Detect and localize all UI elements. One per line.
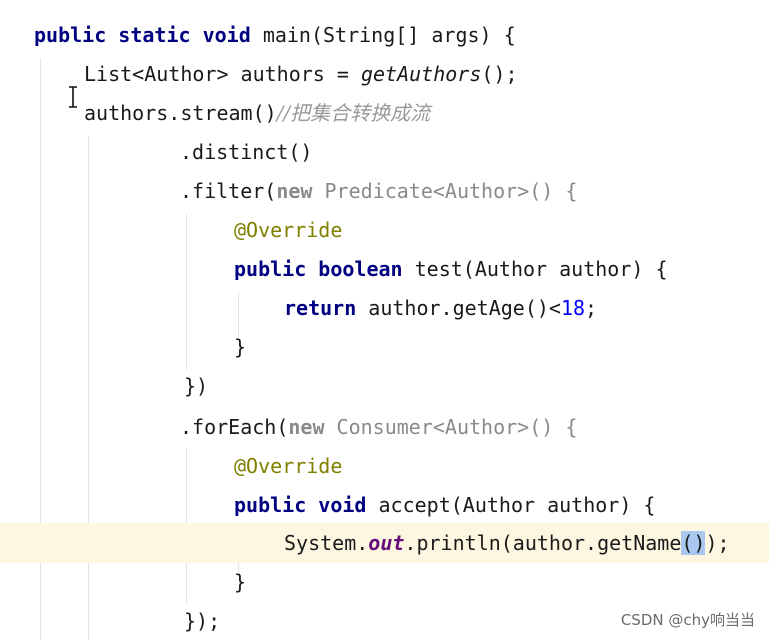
code-line[interactable]: @Override — [0, 447, 769, 486]
method-signature: main(String[] args) { — [262, 23, 516, 47]
anonymous-class-type: Predicate<Author>() { — [324, 179, 578, 203]
method-signature: test(Author author) { — [414, 257, 668, 281]
annotation: @Override — [234, 218, 343, 242]
keyword: public — [34, 23, 107, 47]
code-line[interactable]: authors.stream()//把集合转换成流 — [0, 94, 769, 133]
code-text: }); — [184, 609, 221, 633]
keyword: return — [284, 296, 357, 320]
code-line[interactable]: List<Author> authors = getAuthors(); — [0, 55, 769, 94]
code-line[interactable]: }) — [0, 367, 769, 406]
keyword: static — [118, 23, 191, 47]
static-field: out — [368, 531, 405, 555]
indent-guide — [238, 292, 239, 338]
ibeam-cursor-icon — [69, 86, 77, 108]
code-text: ); — [705, 531, 730, 555]
code-line[interactable]: }); — [0, 602, 769, 640]
code-text: ; — [585, 296, 598, 320]
keyword: new — [288, 415, 325, 439]
method-signature: accept(Author author) { — [378, 493, 656, 517]
current-code-line[interactable]: System.out.println(author.getName()); — [0, 523, 769, 563]
static-method-call: getAuthors — [360, 62, 482, 86]
code-text: .filter( — [180, 179, 277, 203]
code-text: } — [234, 335, 247, 359]
matched-brace-highlight: () — [681, 531, 706, 555]
code-line[interactable]: } — [0, 328, 769, 367]
anonymous-class-type: Consumer<Author>() { — [336, 415, 578, 439]
code-text: List<Author> authors = — [84, 62, 361, 86]
code-comment: //把集合转换成流 — [276, 101, 431, 125]
code-line[interactable]: public static void main(String[] args) { — [0, 16, 769, 55]
code-text: .forEach( — [180, 415, 289, 439]
code-line[interactable]: .filter(new Predicate<Author>() { — [0, 172, 769, 211]
watermark: CSDN @chy响当当 — [620, 611, 755, 629]
keyword: void — [318, 493, 367, 517]
number-literal: 18 — [560, 296, 586, 320]
code-text: System. — [284, 531, 369, 555]
code-line[interactable]: .distinct() — [0, 133, 769, 172]
code-line[interactable]: return author.getAge()<18; — [0, 289, 769, 328]
code-line[interactable]: public boolean test(Author author) { — [0, 250, 769, 289]
keyword: public — [234, 257, 307, 281]
code-text: } — [234, 570, 247, 594]
code-text: author.getAge()< — [368, 296, 561, 320]
indent-guide — [40, 58, 41, 640]
keyword: void — [202, 23, 251, 47]
code-text: }) — [184, 374, 209, 398]
code-line[interactable]: } — [0, 563, 769, 602]
code-text: .println(author.getName — [404, 531, 682, 555]
code-line[interactable]: public void accept(Author author) { — [0, 486, 769, 525]
indent-guide — [88, 136, 89, 640]
keyword: public — [234, 493, 307, 517]
code-text: .distinct() — [180, 140, 313, 164]
code-line[interactable]: .forEach(new Consumer<Author>() { — [0, 408, 769, 447]
annotation: @Override — [234, 454, 343, 478]
code-line[interactable]: @Override — [0, 211, 769, 250]
indent-guide — [186, 214, 187, 370]
keyword: new — [276, 179, 313, 203]
code-text: (); — [481, 62, 518, 86]
code-text: authors.stream() — [84, 101, 277, 125]
keyword: boolean — [318, 257, 403, 281]
